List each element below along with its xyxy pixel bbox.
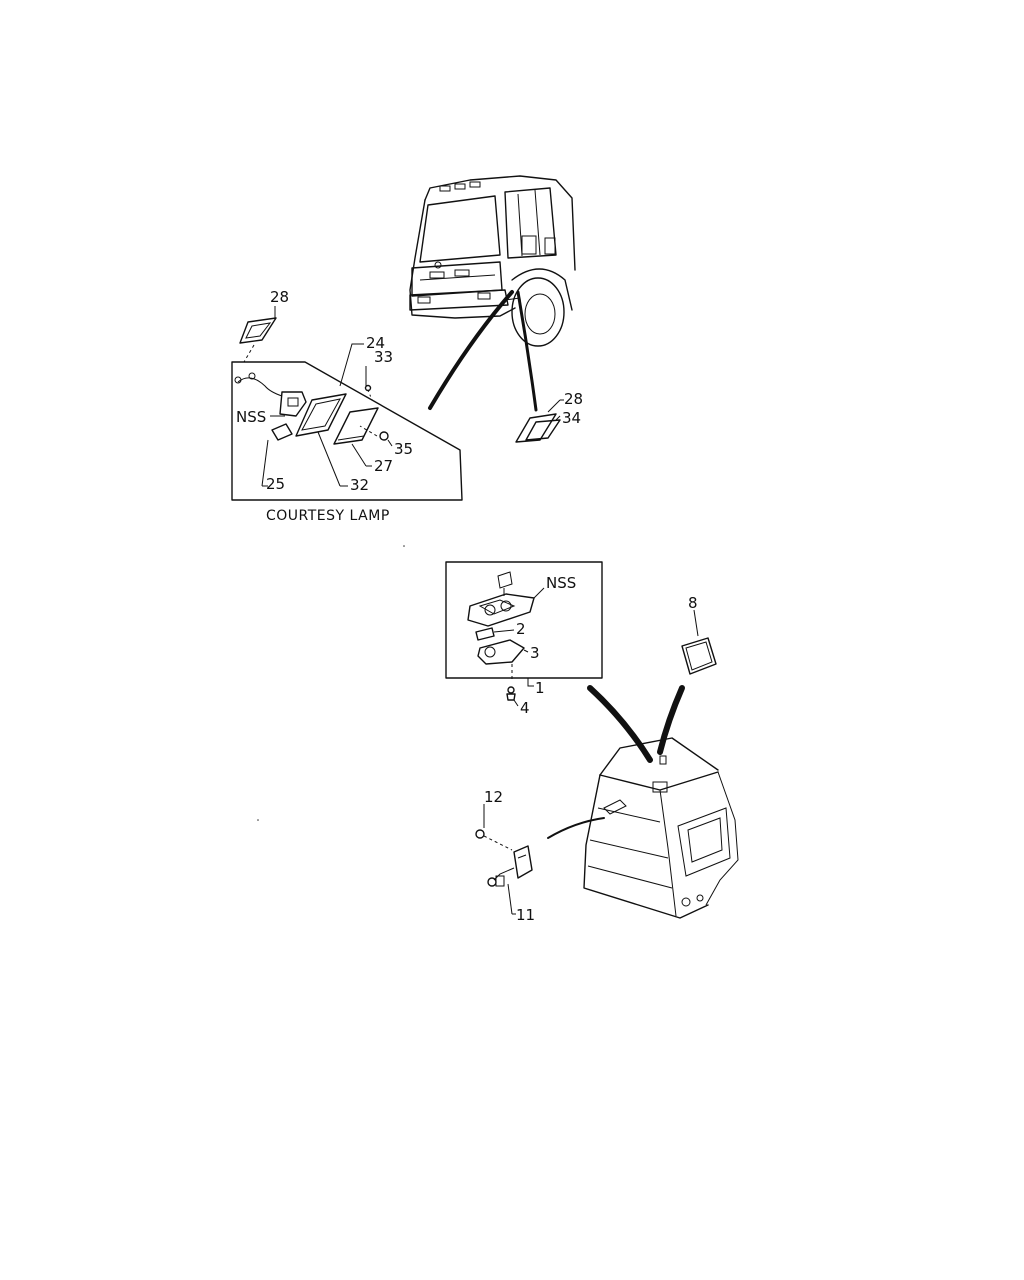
scan-speck [403, 545, 405, 547]
lens-part-3 [477, 639, 529, 665]
leader-stroke-dome [587, 685, 653, 763]
callout-8: 8 [688, 594, 698, 612]
dome-lamp-box [445, 561, 603, 679]
leader-24 [339, 343, 364, 387]
callout-11: 11 [516, 906, 535, 924]
callout-35: 35 [394, 440, 413, 458]
screw-part-35 [359, 425, 393, 447]
callout-nss-upper: NSS [236, 408, 266, 426]
callout-28-top: 28 [270, 288, 289, 306]
leader-stroke-switch [547, 817, 605, 839]
cover-part-8 [681, 609, 717, 675]
leader-stroke-cover [657, 685, 685, 755]
callout-2: 2 [516, 620, 526, 638]
lamp-assembly-part-34 [515, 399, 564, 443]
cab-illustration [583, 737, 739, 919]
callout-24: 24 [366, 334, 385, 352]
callout-12: 12 [484, 788, 503, 806]
switch-part-11 [487, 845, 533, 915]
callout-34: 34 [562, 409, 581, 427]
lens-part-27 [333, 407, 379, 467]
callout-27: 27 [374, 457, 393, 475]
bulb-part-25 [261, 423, 293, 487]
callout-nss-lower: NSS [546, 574, 576, 592]
scan-speck [257, 819, 259, 821]
lens-gasket-part-32 [295, 393, 348, 487]
callout-28-right: 28 [564, 390, 583, 408]
callout-4: 4 [520, 699, 530, 717]
lamp-socket-nss [234, 372, 307, 417]
callout-3: 3 [530, 644, 540, 662]
courtesy-lamp-caption: COURTESY LAMP [266, 508, 390, 524]
screw-part-33 [364, 366, 373, 401]
leader-curve-right [516, 290, 538, 412]
gasket-part-28 [239, 306, 277, 363]
callout-1: 1 [535, 679, 545, 697]
callout-25: 25 [266, 475, 285, 493]
dome-lamp-housing-nss [467, 571, 545, 627]
screw-part-4 [506, 664, 519, 707]
leader-1 [527, 678, 534, 687]
bulb-part-2 [475, 627, 515, 641]
leader-curve-left [428, 290, 514, 410]
callout-32: 32 [350, 476, 369, 494]
callout-33: 33 [374, 348, 393, 366]
courtesy-lamp-box [231, 361, 463, 501]
truck-front-illustration [409, 175, 576, 347]
bolt-part-12 [475, 804, 513, 851]
